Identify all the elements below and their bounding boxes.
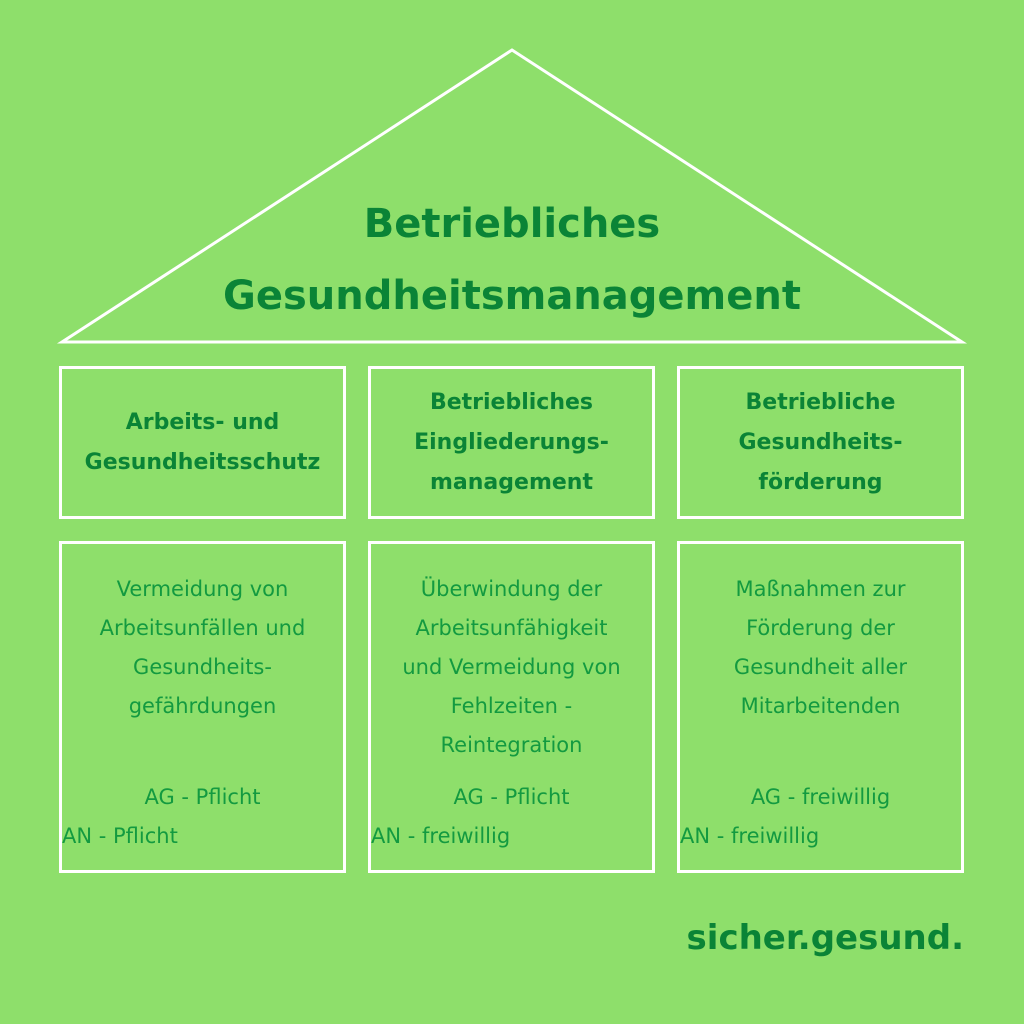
an-duty: AN - freiwillig [680, 824, 820, 848]
pillar-body-bgf: Maßnahmen zur Förderung der Gesundheit a… [677, 541, 964, 873]
ag-duty: AG - Pflicht [453, 785, 570, 809]
ag-duty: AG - freiwillig [750, 785, 891, 809]
pillar-description: Vermeidung von Arbeitsunfällen und Gesun… [99, 577, 306, 718]
diagram-title: Betriebliches Gesundheitsmanagement [223, 201, 801, 319]
pillar-body-arbeitsschutz: Vermeidung von Arbeitsunfällen und Gesun… [59, 541, 346, 873]
pillar-heading-bem: Betriebliches Eingliederungs- management [368, 366, 655, 519]
an-duty: AN - Pflicht [62, 824, 178, 848]
ag-duty: AG - Pflicht [144, 785, 261, 809]
pillar-body-bem: Überwindung der Arbeitsunfähigkeit und V… [368, 541, 655, 873]
brand-logo-text: sicher.gesund. [686, 918, 964, 958]
an-duty: AN - freiwillig [371, 824, 511, 848]
pillar-description: Maßnahmen zur Förderung der Gesundheit a… [733, 577, 908, 718]
pillar-heading-arbeitsschutz: Arbeits- und Gesundheitsschutz [59, 366, 346, 519]
pillar-heading-bgf: Betriebliche Gesundheits- förderung [677, 366, 964, 519]
pillar-description: Überwindung der Arbeitsunfähigkeit und V… [402, 577, 621, 757]
